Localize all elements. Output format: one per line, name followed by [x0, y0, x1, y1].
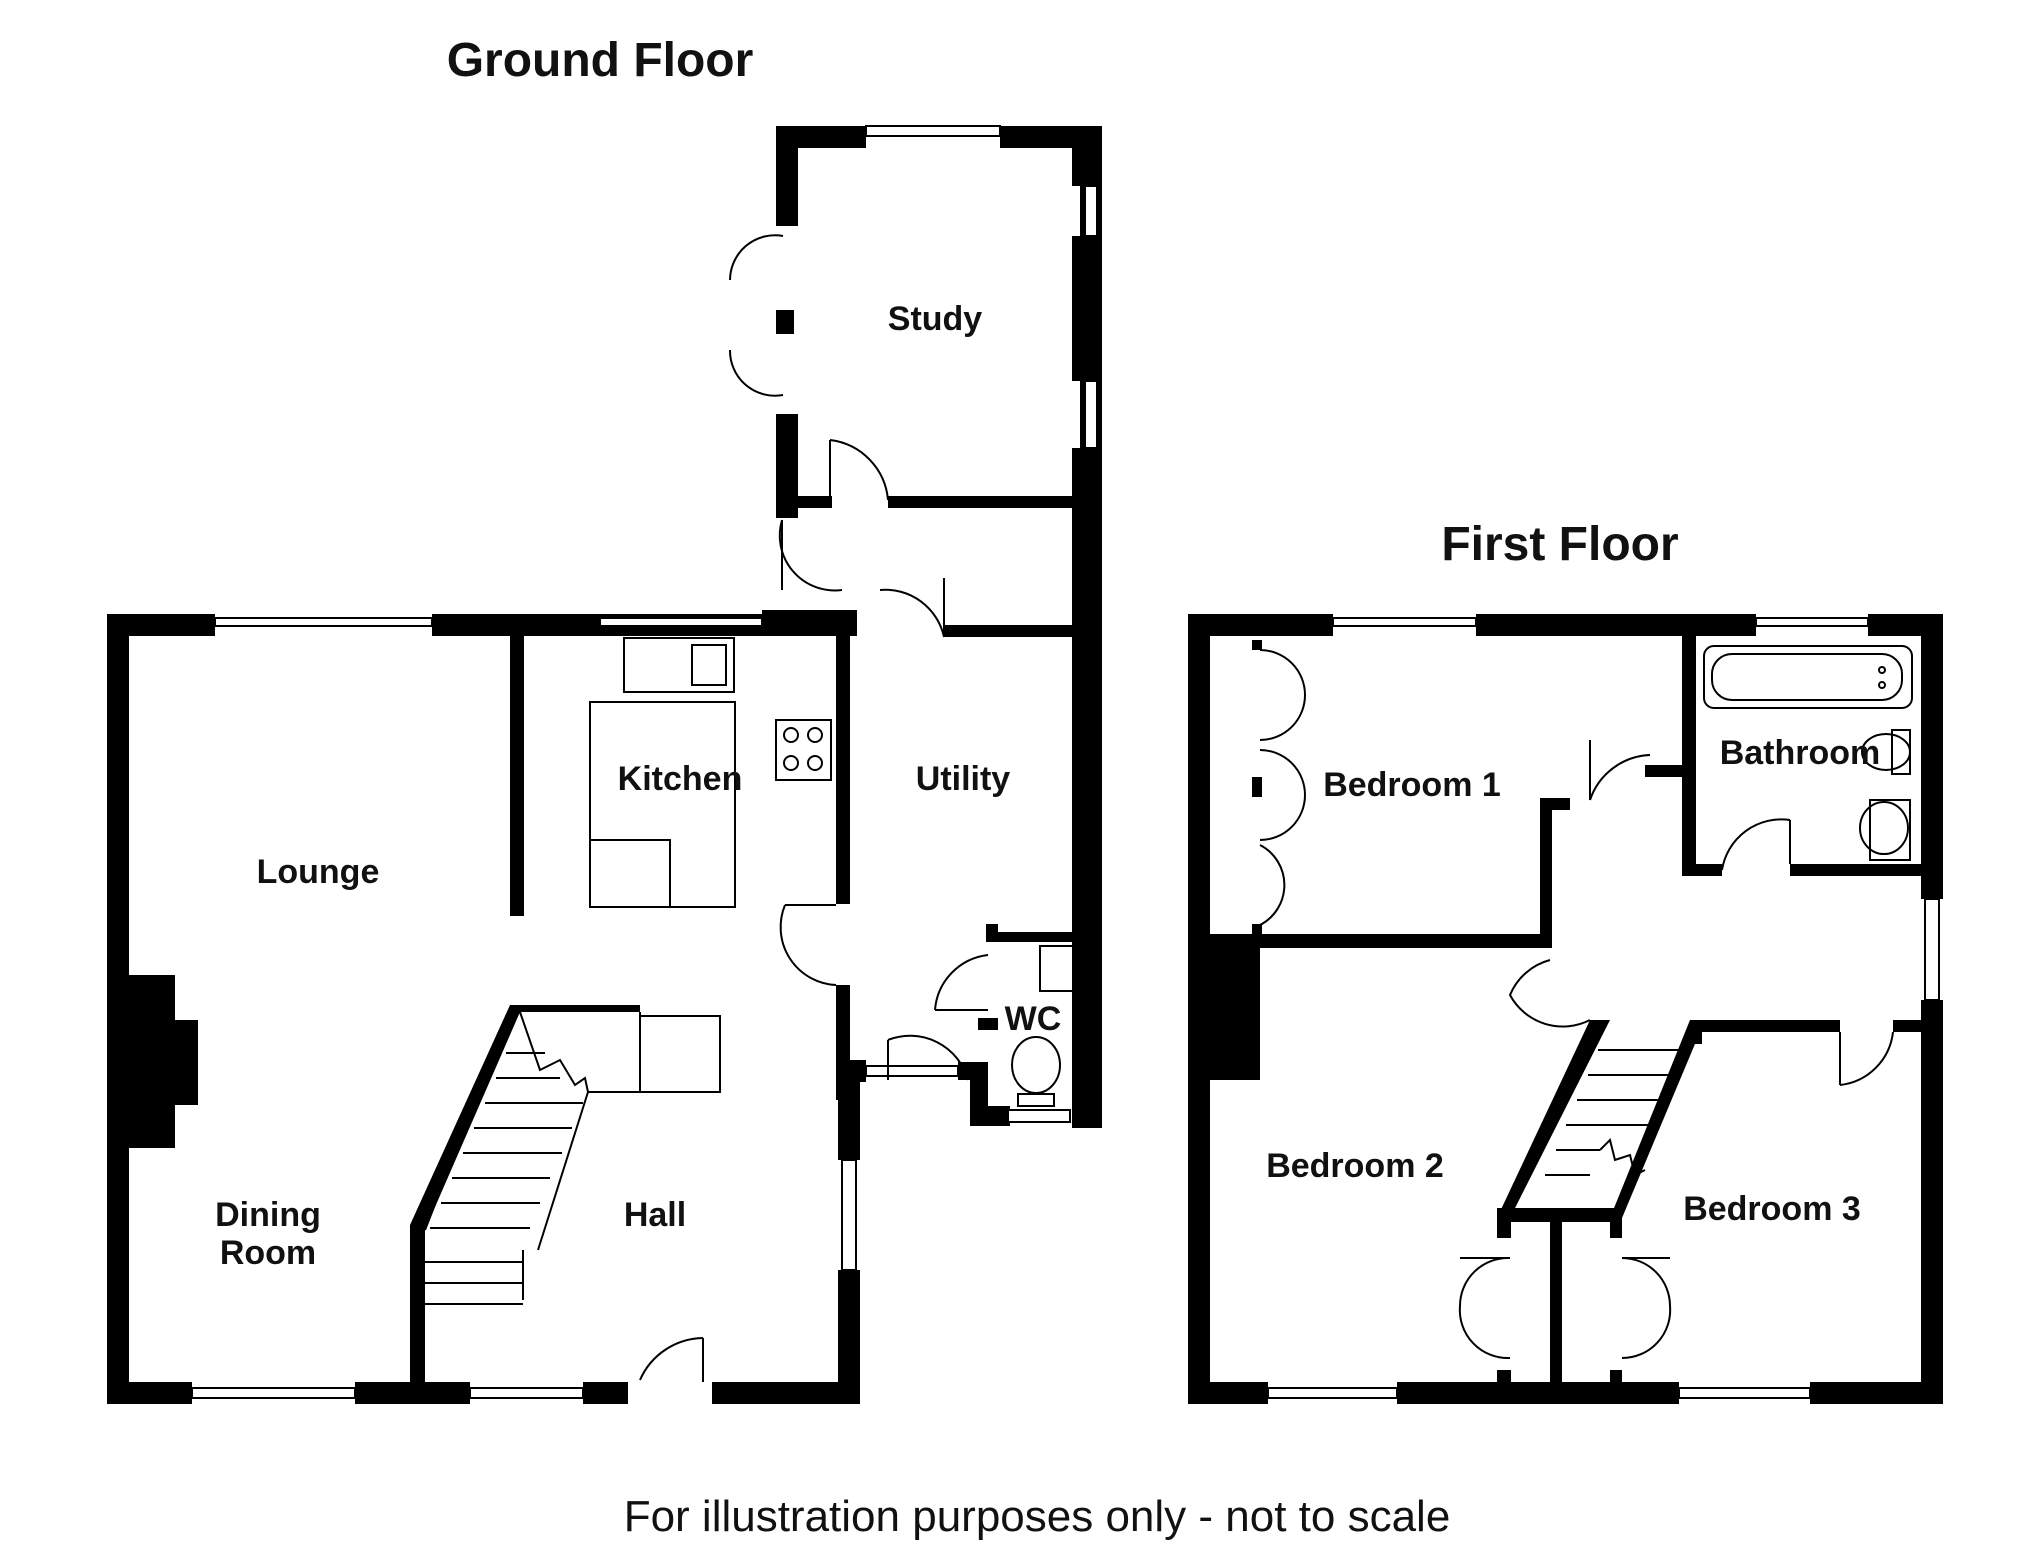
- room-label-bathroom: Bathroom: [1720, 734, 1881, 772]
- ground-floor-plan: Study Kitchen Utility Lounge WC Dining R…: [107, 125, 1102, 1404]
- room-label-dining-line2: Room: [220, 1234, 316, 1272]
- room-label-wc: WC: [1005, 1000, 1062, 1038]
- first-floor-plan: Bedroom 1 Bathroom Bedroom 2 Bedroom 3: [1188, 614, 1943, 1404]
- room-label-kitchen: Kitchen: [618, 760, 743, 798]
- first-floor-title: First Floor: [1441, 518, 1678, 571]
- room-label-lounge: Lounge: [257, 853, 380, 891]
- room-label-study: Study: [888, 300, 983, 338]
- room-label-bedroom2: Bedroom 2: [1266, 1147, 1444, 1185]
- room-label-hall: Hall: [624, 1196, 686, 1234]
- room-label-dining-line1: Dining: [215, 1196, 321, 1234]
- room-label-bedroom1: Bedroom 1: [1323, 766, 1501, 804]
- ground-floor-title: Ground Floor: [447, 34, 754, 87]
- room-label-bedroom3: Bedroom 3: [1683, 1190, 1861, 1228]
- room-label-utility: Utility: [916, 760, 1011, 798]
- footer-disclaimer: For illustration purposes only - not to …: [624, 1492, 1451, 1541]
